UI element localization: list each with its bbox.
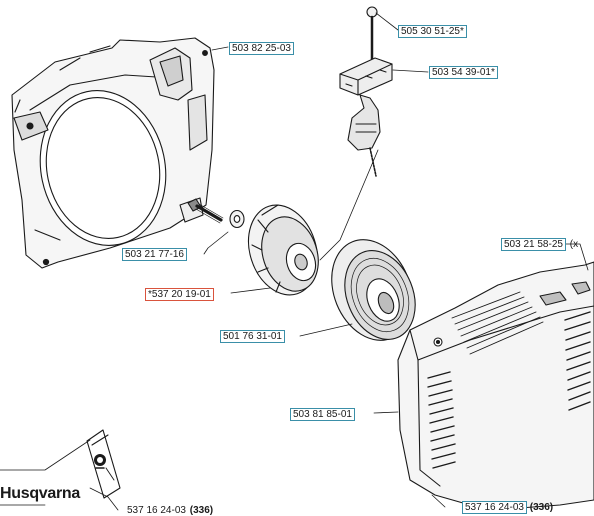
part-number-label: 537 16 24-03 — [127, 505, 186, 516]
callout-537-16-24-03-left: 537 16 24-03 (336) — [126, 505, 213, 516]
part-number-label: 503 21 58-25 — [501, 238, 566, 251]
callout-501-76-31-01: 501 76 31-01 — [220, 330, 285, 343]
part-number-label: 503 81 85-01 — [290, 408, 355, 421]
callout-503-21-58-25: 503 21 58-25 (x — [501, 238, 579, 251]
quantity-label: (x — [569, 239, 579, 250]
husqvarna-crown-icon — [94, 454, 115, 481]
callout-503-82-25-03: 503 82 25-03 — [229, 42, 294, 55]
screw-part — [187, 198, 245, 229]
part-number-label: 501 76 31-01 — [220, 330, 285, 343]
part-number-label: 537 16 24-03 — [462, 501, 527, 514]
fan-shroud-part — [11, 37, 215, 269]
husqvarna-brand-text: Husqvarna — [0, 485, 80, 502]
starter-housing-part — [397, 261, 594, 509]
callout-503-21-77-16: 503 21 77-16 — [122, 248, 187, 261]
part-number-label: 503 21 77-16 — [122, 248, 187, 261]
part-number-label: *537 20 19-01 — [145, 288, 214, 301]
starter-pulley-part — [247, 204, 319, 296]
page-reference-label: (336) — [529, 502, 554, 513]
rewind-spring-part — [331, 239, 416, 341]
part-number-label: 503 54 39-01* — [429, 66, 498, 79]
part-number-label: 505 30 51-25* — [398, 25, 467, 38]
callout-537-16-24-03-right: 537 16 24-03 (336) — [462, 501, 553, 514]
starter-handle-part — [339, 6, 393, 177]
callout-505-30-51-25: 505 30 51-25* — [398, 25, 467, 38]
callout-503-54-39-01: 503 54 39-01* — [429, 66, 498, 79]
page-reference-label: (336) — [189, 505, 214, 516]
callout-503-81-85-01: 503 81 85-01 — [290, 408, 355, 421]
callout-537-20-19-01: *537 20 19-01 — [145, 288, 214, 301]
part-number-label: 503 82 25-03 — [229, 42, 294, 55]
